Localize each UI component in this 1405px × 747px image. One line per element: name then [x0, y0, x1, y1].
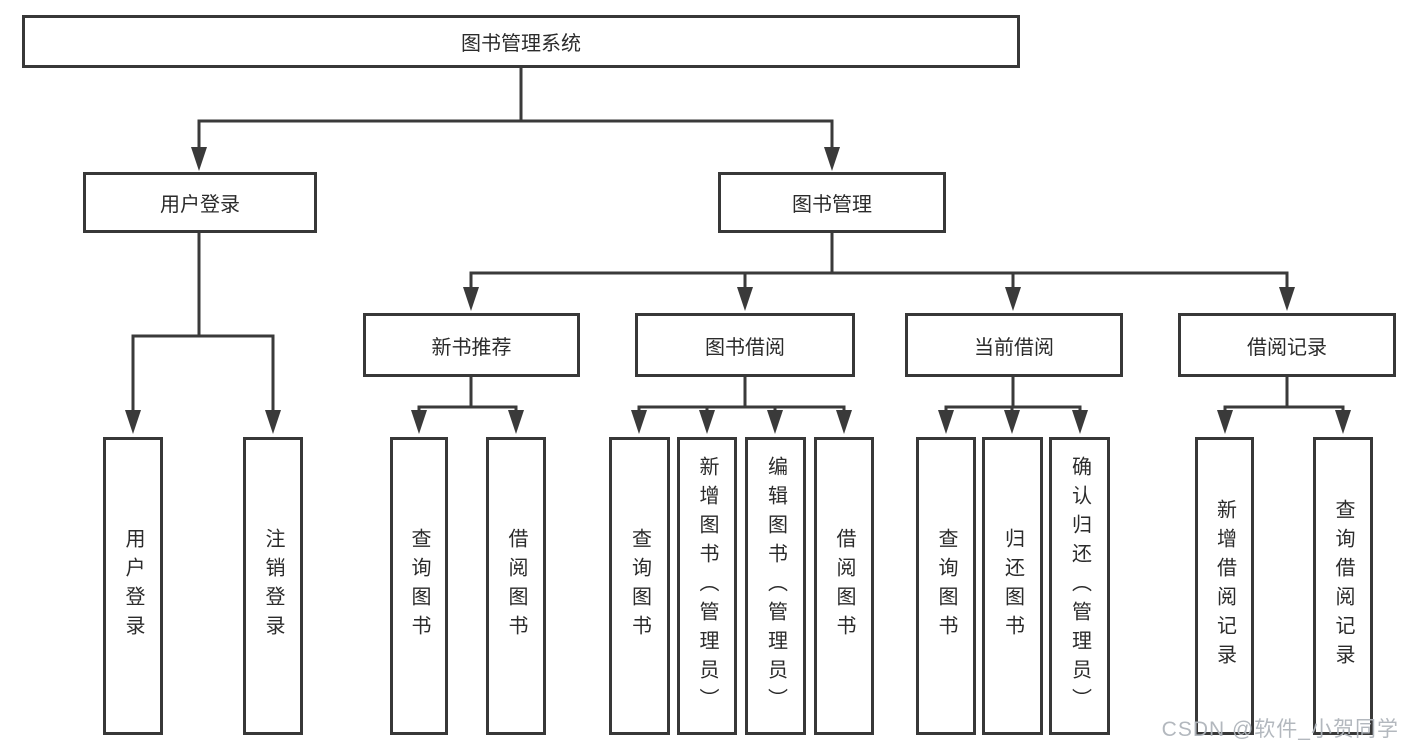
node-label: 图书管理系统 [461, 33, 581, 55]
node-label: 注销登录 [262, 528, 284, 644]
leaf-add-book-admin: 新增图书（管理员） [677, 437, 737, 735]
csdn-watermark: CSDN @软件_小贺同学 [1161, 718, 1399, 741]
node-label: 查询借阅记录 [1332, 499, 1354, 673]
node-label: 用户登录 [160, 194, 240, 216]
leaf-add-borrow-record: 新增借阅记录 [1195, 437, 1254, 735]
node-label: 新书推荐 [431, 336, 512, 359]
leaf-borrow-books-recommend: 借阅图书 [486, 437, 546, 735]
node-label: 确认归还（管理员） [1068, 455, 1091, 717]
node-label: 借阅图书 [505, 528, 527, 644]
node-label: 编辑图书（管理员） [764, 455, 787, 717]
node-label: 新增借阅记录 [1213, 499, 1236, 673]
node-borrowing-records: 借阅记录 [1178, 313, 1396, 377]
node-label: 借阅图书 [833, 528, 855, 644]
node-user-login: 用户登录 [83, 172, 317, 233]
leaf-user-login: 用户登录 [103, 437, 163, 735]
node-label: 查询图书 [408, 528, 430, 644]
node-label: 查询图书 [935, 528, 957, 644]
leaf-return-books: 归还图书 [982, 437, 1043, 735]
leaf-query-borrow-record: 查询借阅记录 [1313, 437, 1373, 735]
node-new-book-recommendation: 新书推荐 [363, 313, 580, 377]
leaf-query-books-current: 查询图书 [916, 437, 976, 735]
node-label: 归还图书 [1001, 528, 1024, 644]
node-book-borrowing: 图书借阅 [635, 313, 855, 377]
leaf-query-books-borrowing: 查询图书 [609, 437, 670, 735]
node-book-management: 图书管理 [718, 172, 946, 233]
node-library-management-system: 图书管理系统 [22, 15, 1020, 68]
node-label: 图书管理 [792, 194, 872, 216]
node-label: 借阅记录 [1247, 336, 1327, 359]
leaf-logout: 注销登录 [243, 437, 303, 735]
leaf-edit-book-admin: 编辑图书（管理员） [745, 437, 806, 735]
leaf-borrow-books-borrowing: 借阅图书 [814, 437, 874, 735]
node-label: 新增图书（管理员） [696, 455, 718, 717]
leaf-confirm-return-admin: 确认归还（管理员） [1049, 437, 1110, 735]
node-current-borrowing: 当前借阅 [905, 313, 1123, 377]
leaf-query-books-recommend: 查询图书 [390, 437, 448, 735]
node-label: 查询图书 [628, 528, 651, 644]
node-label: 图书借阅 [705, 336, 785, 359]
node-label: 当前借阅 [974, 336, 1054, 359]
node-label: 用户登录 [122, 528, 144, 644]
